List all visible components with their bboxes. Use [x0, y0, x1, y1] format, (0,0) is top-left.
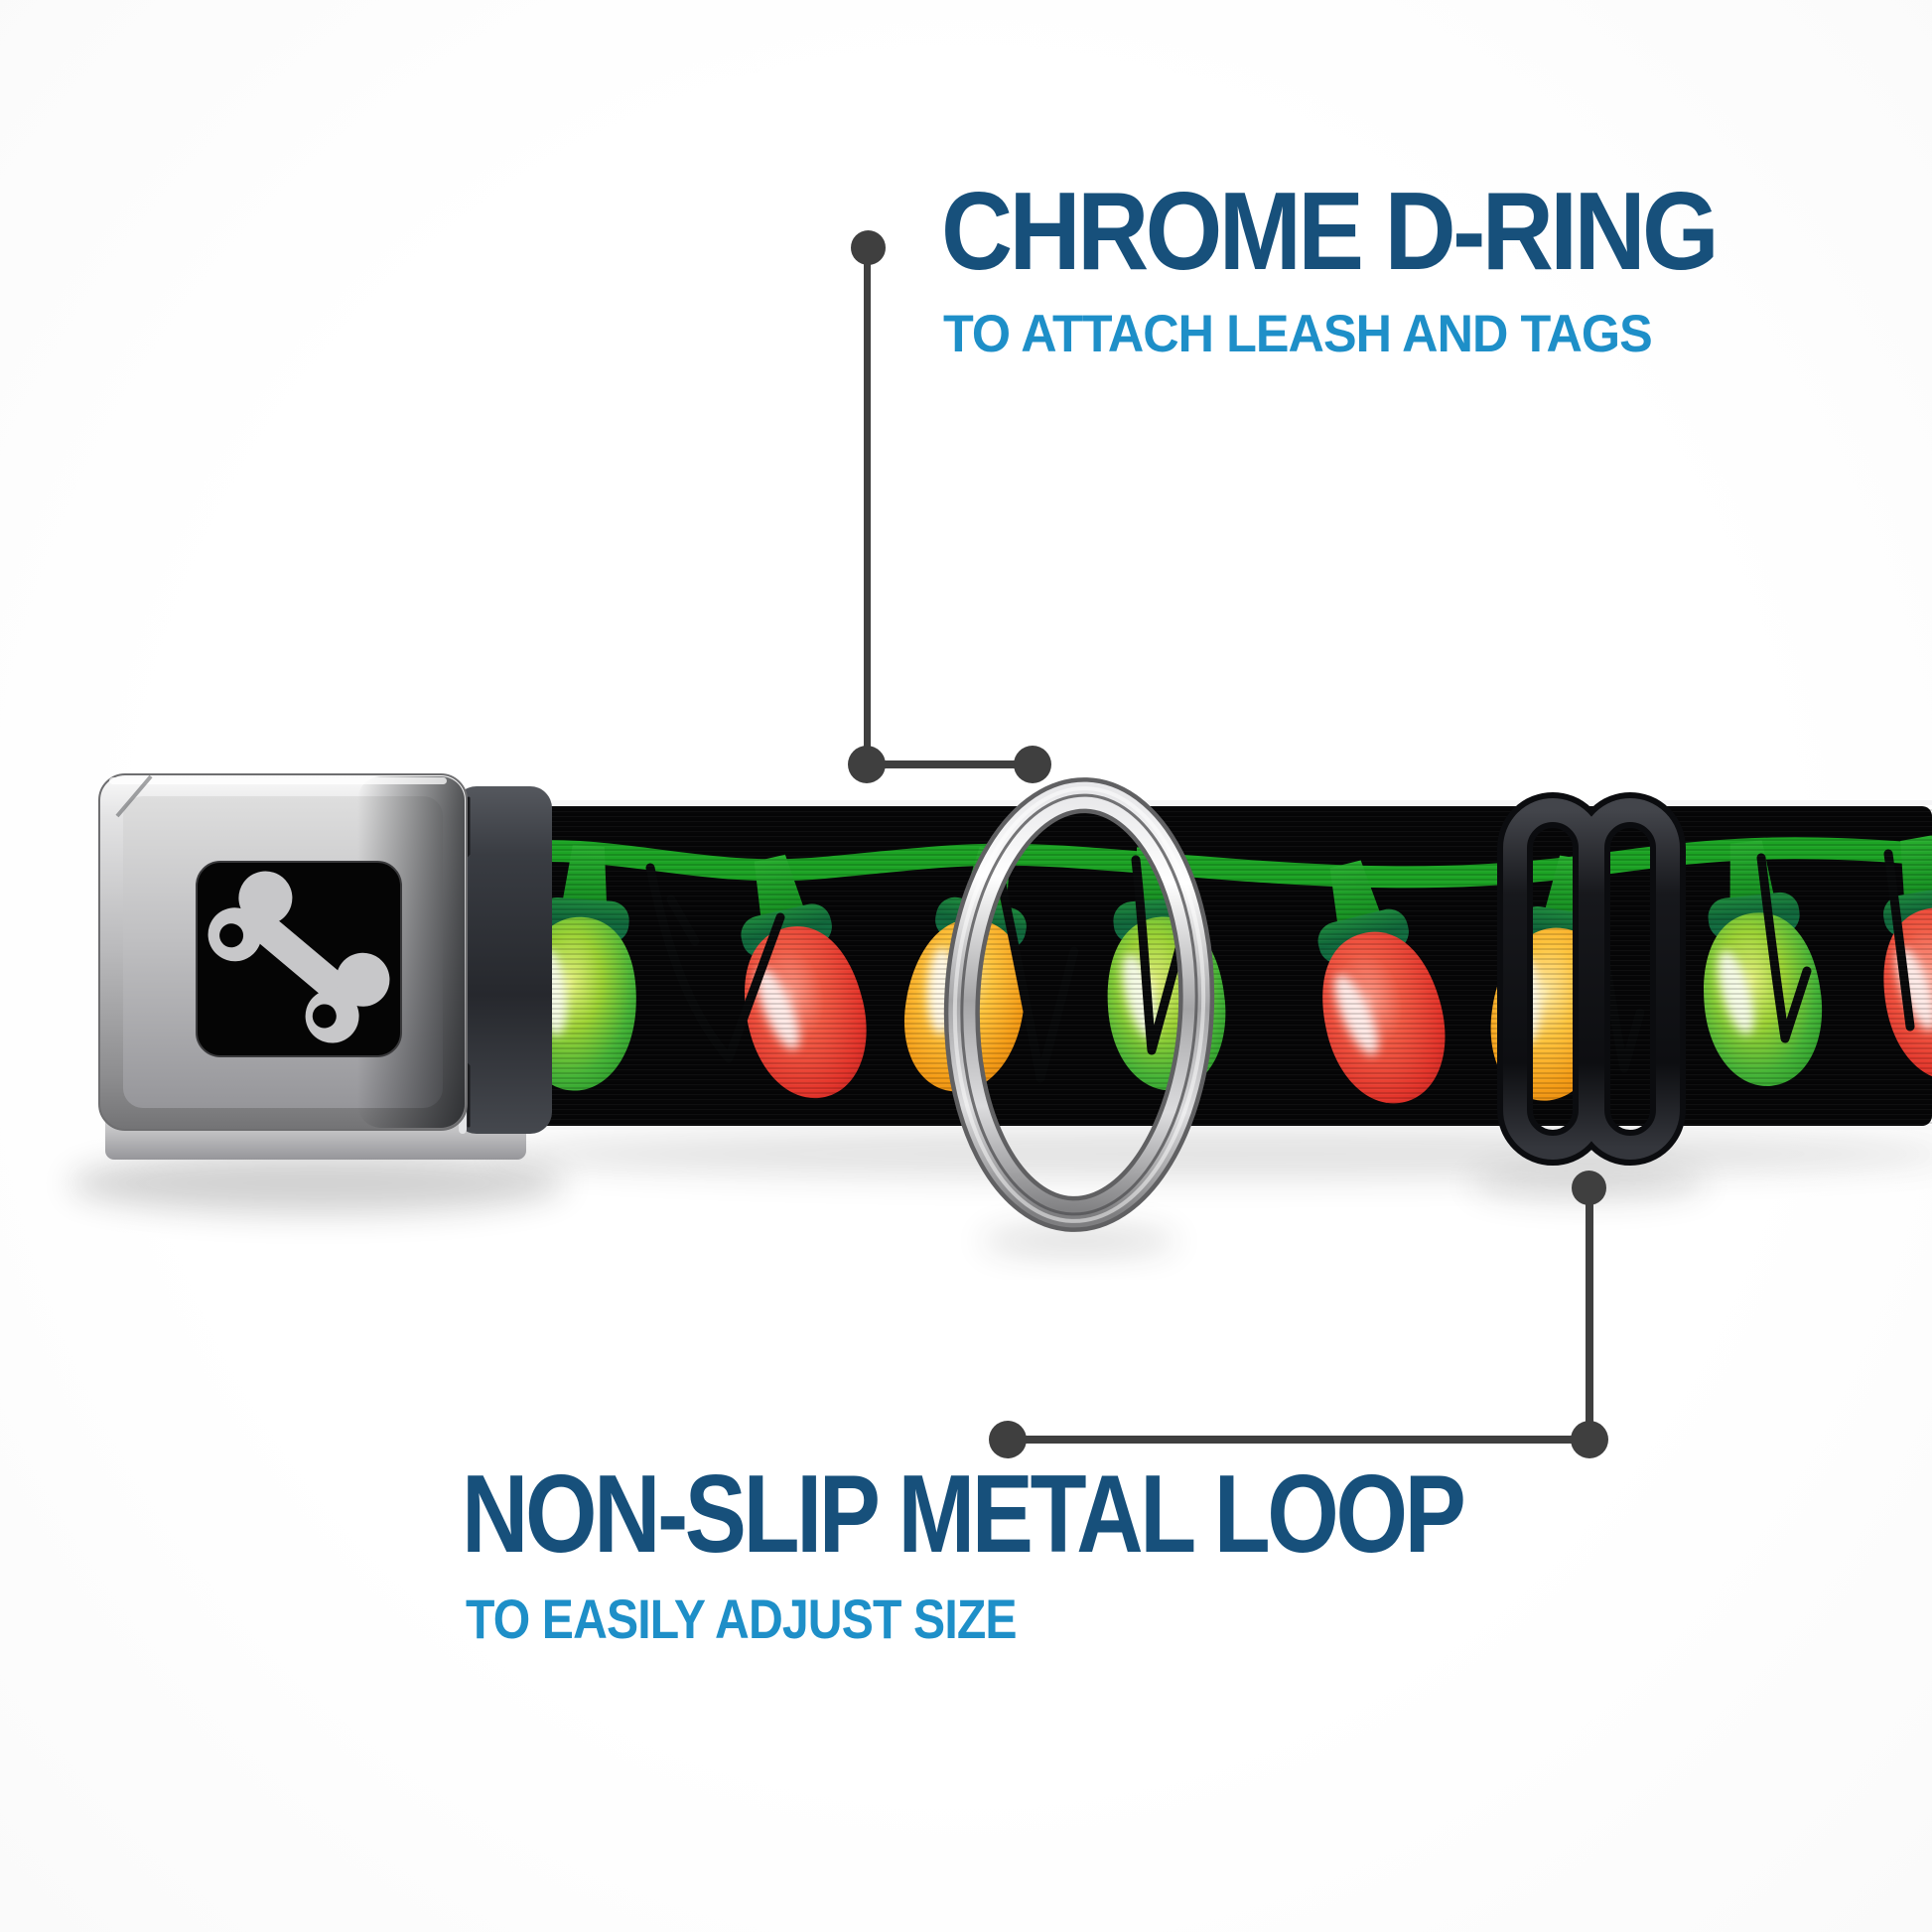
top-callout-pointer-dot — [1014, 746, 1051, 783]
strap-bottom-fringe — [496, 1125, 1932, 1130]
bottom-callout-title: NON-SLIP METAL LOOP — [462, 1452, 1466, 1576]
bottom-callout-vertical-line — [1586, 1187, 1593, 1444]
top-callout-subtitle: TO ATTACH LEASH AND TAGS — [943, 305, 1653, 363]
bottom-callout-horizontal-line — [1008, 1436, 1589, 1444]
d-ring — [943, 777, 1215, 1232]
top-callout-horizontal-line — [867, 760, 1034, 768]
size-adjuster-loop — [1497, 792, 1686, 1166]
dog-bone-icon — [207, 871, 390, 1043]
top-callout-title: CHROME D-RING — [941, 170, 1720, 293]
strap-top-fringe — [496, 800, 1932, 805]
top-callout-vertical-line — [864, 248, 871, 766]
bottom-callout-subtitle: TO EASILY ADJUST SIZE — [466, 1587, 1018, 1650]
buckle-seam — [115, 774, 153, 818]
seatbelt-buckle — [98, 773, 552, 1160]
bottom-callout-end-dot — [989, 1421, 1027, 1458]
buckle-top-highlight — [109, 777, 447, 784]
buckle-clasp — [455, 786, 552, 1134]
